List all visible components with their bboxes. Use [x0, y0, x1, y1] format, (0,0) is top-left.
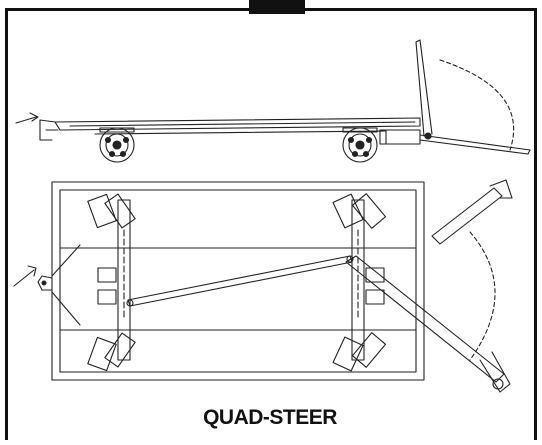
plan-inner-frame: [59, 189, 417, 373]
side-tongue-pivot: [424, 132, 432, 140]
side-front-wheel: [342, 127, 378, 163]
plan-outer-frame: [51, 181, 425, 381]
plan-tongue-swing-arc: [469, 231, 496, 361]
side-steering-cylinder: [379, 129, 421, 145]
side-deck-rail: [69, 121, 416, 127]
figure-caption: QUAD-STEER: [203, 406, 337, 429]
rear-hitch: [39, 119, 59, 141]
plan-rear-hitch-arrow-icon: [13, 265, 37, 287]
frame-top-tab: [249, 0, 305, 14]
plan-front-axle: [332, 193, 387, 372]
plan-hitch-chains: [51, 244, 81, 326]
rear-hitch-arrow-icon: [15, 112, 39, 124]
top-plan-view: [13, 179, 513, 393]
side-tongue-lowered: [419, 134, 531, 155]
plan-tongue-eye: [479, 351, 511, 393]
side-elevation-view: [15, 39, 531, 163]
side-tongue-swing-arc: [439, 59, 515, 151]
plan-steering-link: [127, 255, 353, 307]
side-deck: [54, 117, 421, 131]
side-rear-wheel: [99, 127, 135, 163]
side-tongue-raised: [415, 39, 433, 137]
plan-tongue-straight: [431, 187, 503, 245]
plan-rear-hitch: [37, 275, 53, 291]
side-frame-bar: [94, 130, 386, 135]
plan-rear-axle: [87, 193, 136, 372]
